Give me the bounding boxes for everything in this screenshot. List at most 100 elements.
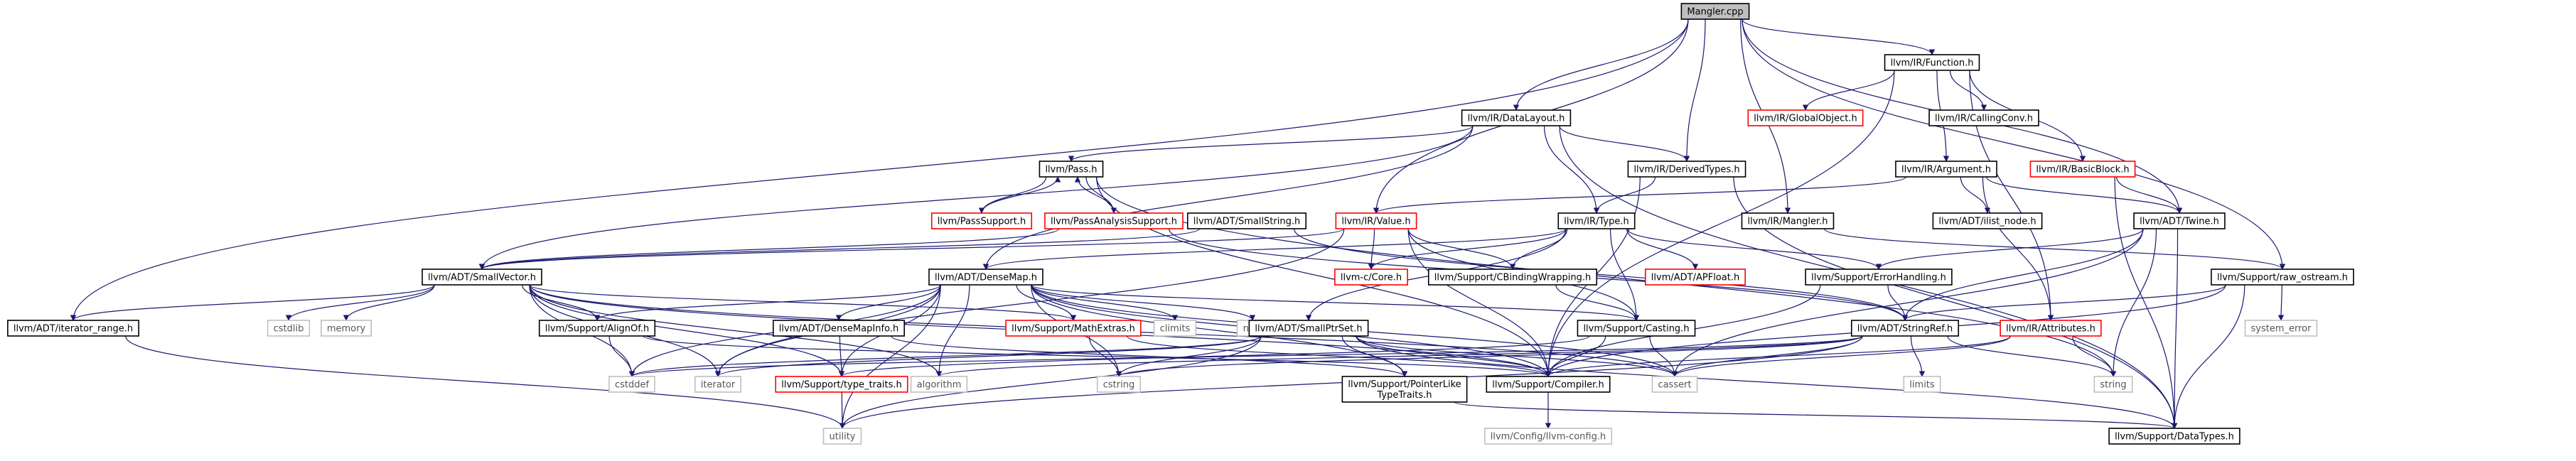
node-dmi[interactable]: llvm/ADT/DenseMapInfo.h <box>773 320 905 337</box>
edge-dt-to-type <box>1593 176 1656 214</box>
node-mang[interactable]: llvm/IR/Mangler.h <box>1741 212 1835 229</box>
edge-sps-to-plt <box>1341 335 1408 377</box>
edge-arg-to-val <box>1373 176 1906 214</box>
node-pas[interactable]: llvm/PassAnalysisSupport.h <box>1044 212 1184 229</box>
node-box <box>1461 109 1572 126</box>
node-bb[interactable]: llvm/IR/BasicBlock.h <box>2029 161 2136 178</box>
edge-plt-to-datatypes <box>1454 401 2177 429</box>
node-dm[interactable]: llvm/ADT/DenseMap.h <box>928 269 1043 286</box>
node-cstddef: cstddef <box>608 376 655 393</box>
edge-ir-to-utility <box>125 335 846 429</box>
node-string: string <box>2093 376 2133 393</box>
node-ir[interactable]: llvm/ADT/iterator_range.h <box>7 320 139 337</box>
node-label: llvm/Support/ErrorHandling.h <box>1811 273 1946 283</box>
node-datatypes[interactable]: llvm/Support/DataTypes.h <box>2108 428 2240 445</box>
edge-root-to-ros <box>1742 18 2286 270</box>
edge-sv-to-ir <box>70 284 435 321</box>
node-me[interactable]: llvm/Support/MathExtras.h <box>1005 320 1142 337</box>
node-cc[interactable]: llvm/IR/CallingConv.h <box>1928 109 2039 126</box>
node-apf[interactable]: llvm/ADT/APFloat.h <box>1644 269 1746 286</box>
node-box <box>422 269 542 286</box>
node-ss[interactable]: llvm/ADT/SmallString.h <box>1186 212 1307 229</box>
edge-dm-to-dmi <box>835 284 941 321</box>
edge-mang-to-ros <box>1823 228 2286 270</box>
node-go[interactable]: llvm/IR/GlobalObject.h <box>1747 109 1864 126</box>
node-label: llvm/ADT/APFloat.h <box>1651 273 1739 283</box>
node-label: llvm/PassAnalysisSupport.h <box>1051 217 1177 227</box>
node-twine[interactable]: llvm/ADT/Twine.h <box>2133 212 2226 229</box>
edge-dm-to-me <box>1016 284 1077 321</box>
node-box <box>1680 3 1750 20</box>
edge-type-to-ccore <box>1368 228 1567 270</box>
node-label: climits <box>1160 324 1191 335</box>
edge-eh-to-sref <box>1887 284 1909 321</box>
edge-type-to-cbw <box>1509 228 1568 270</box>
node-box <box>1341 376 1468 403</box>
node-eh[interactable]: llvm/Support/ErrorHandling.h <box>1805 269 1953 286</box>
edge-bb-to-datatypes <box>2114 176 2178 429</box>
node-cbw[interactable]: llvm/Support/CBindingWrapping.h <box>1427 269 1598 286</box>
node-fn[interactable]: llvm/IR/Function.h <box>1884 54 1980 71</box>
node-arg[interactable]: llvm/IR/Argument.h <box>1895 161 1997 178</box>
edge-ros-to-sref <box>1901 284 2226 321</box>
node-box <box>1557 212 1636 229</box>
node-val[interactable]: llvm/IR/Value.h <box>1335 212 1417 229</box>
node-box <box>1039 161 1104 178</box>
edge-twine-to-sref <box>1901 228 2144 321</box>
node-box <box>1747 109 1864 126</box>
edge-ao-to-compiler <box>643 335 1551 377</box>
node-box <box>1928 109 2039 126</box>
node-box <box>2108 428 2240 445</box>
node-label: llvm/ADT/DenseMap.h <box>935 273 1037 283</box>
node-label: llvm/Support/raw_ostream.h <box>2217 273 2348 283</box>
node-ps[interactable]: llvm/PassSupport.h <box>930 212 1033 229</box>
edge-dm-to-casting <box>1031 284 1639 321</box>
edge-root-to-fn <box>1742 18 1936 55</box>
node-box <box>267 320 311 337</box>
node-box <box>822 428 862 445</box>
node-casting[interactable]: llvm/Support/Casting.h <box>1577 320 1696 337</box>
node-sv[interactable]: llvm/ADT/SmallVector.h <box>422 269 542 286</box>
edge-type-to-casting <box>1610 228 1640 321</box>
node-ccore[interactable]: llvm-c/Core.h <box>1334 269 1408 286</box>
node-label: llvm/IR/Mangler.h <box>1747 217 1828 227</box>
node-label: memory <box>327 324 366 335</box>
edge-attr-to-compiler <box>1545 335 2011 377</box>
node-iln[interactable]: llvm/ADT/ilist_node.h <box>1932 212 2043 229</box>
node-attr[interactable]: llvm/IR/Attributes.h <box>2000 320 2102 337</box>
node-sref[interactable]: llvm/ADT/StringRef.h <box>1850 320 1960 337</box>
node-label: llvm/ADT/SmallString.h <box>1193 217 1300 227</box>
edge-pass-to-pas <box>1085 176 1117 214</box>
node-box <box>1577 320 1696 337</box>
node-type[interactable]: llvm/IR/Type.h <box>1557 212 1636 229</box>
edge-sps-to-iterator <box>715 335 1262 377</box>
node-root[interactable]: Mangler.cpp <box>1680 3 1750 20</box>
node-ao[interactable]: llvm/Support/AlignOf.h <box>538 320 656 337</box>
node-label: llvm/IR/GlobalObject.h <box>1754 114 1857 124</box>
node-pass[interactable]: llvm/Pass.h <box>1039 161 1104 178</box>
node-cassert: cassert <box>1651 376 1698 393</box>
node-label: llvm/IR/BasicBlock.h <box>2036 165 2129 175</box>
node-box <box>2000 320 2102 337</box>
node-box <box>2093 376 2133 393</box>
edge-val-to-cbw <box>1407 228 1516 270</box>
node-dt[interactable]: llvm/IR/DerivedTypes.h <box>1627 161 1746 178</box>
edge-dl-to-pass <box>1068 125 1474 162</box>
node-box <box>1627 161 1746 178</box>
edge-casting-to-tt <box>839 335 1590 377</box>
node-box <box>1850 320 1960 337</box>
edge-dl-to-dt <box>1559 125 1690 162</box>
edge-ros-to-syserr <box>2277 284 2285 321</box>
node-sps[interactable]: llvm/ADT/SmallPtrSet.h <box>1248 320 1369 337</box>
node-compiler[interactable]: llvm/Support/Compiler.h <box>1486 376 1611 393</box>
node-label: llvm/Support/AlignOf.h <box>545 324 650 335</box>
node-box <box>775 376 908 393</box>
node-dl[interactable]: llvm/IR/DataLayout.h <box>1461 109 1572 126</box>
node-ros[interactable]: llvm/Support/raw_ostream.h <box>2211 269 2354 286</box>
edge-sps-to-compiler <box>1356 335 1552 377</box>
node-tt[interactable]: llvm/Support/type_traits.h <box>775 376 908 393</box>
node-cstring: cstring <box>1096 376 1142 393</box>
edge-sref-to-limits <box>1910 335 1926 377</box>
